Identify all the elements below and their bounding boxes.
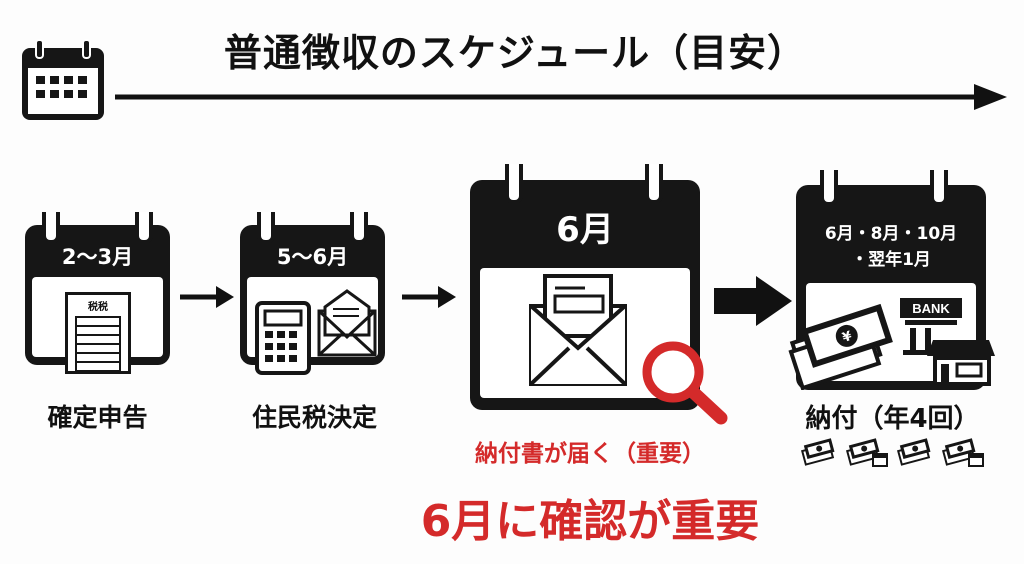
period-label: 5〜6月 [276, 245, 349, 269]
step-1-label: 確定申告 [47, 403, 148, 432]
money-icon [896, 438, 931, 466]
tax-form-icon: 税税 [65, 292, 131, 374]
form-title: 税税 [88, 302, 108, 313]
magnifier-icon [642, 341, 728, 425]
timeline-arrow [115, 84, 1007, 110]
period-label: 2〜3月 [61, 245, 134, 269]
money-calendar-icon [941, 438, 984, 467]
installment-icons [800, 438, 985, 468]
svg-text:BANK: BANK [912, 301, 950, 316]
calculator-envelope-icon [255, 289, 377, 375]
highlight-text: 6月に確認が重要 [420, 496, 760, 547]
step-4-label: 納付（年4回） [805, 404, 980, 434]
calendar-icon [22, 39, 104, 120]
period-label: 6月 [556, 210, 614, 250]
envelope-magnifier-icon [529, 274, 728, 425]
svg-text:¥: ¥ [841, 329, 854, 346]
step-2-label: 住民税決定 [251, 403, 377, 432]
period-line-2: ・翌年1月 [851, 250, 931, 270]
money-calendar-icon [845, 438, 888, 467]
money-bank-icon: BANK ¥ [788, 298, 995, 390]
arrow-icon [402, 286, 456, 308]
big-arrow-icon [714, 276, 792, 326]
money-icon [800, 438, 835, 466]
page-title: 普通徴収のスケジュール（目安） [223, 31, 807, 75]
period-line-1: 6月・8月・10月 [824, 224, 958, 244]
step-3-label: 納付書が届く（重要） [475, 441, 705, 467]
arrow-icon [180, 286, 234, 308]
